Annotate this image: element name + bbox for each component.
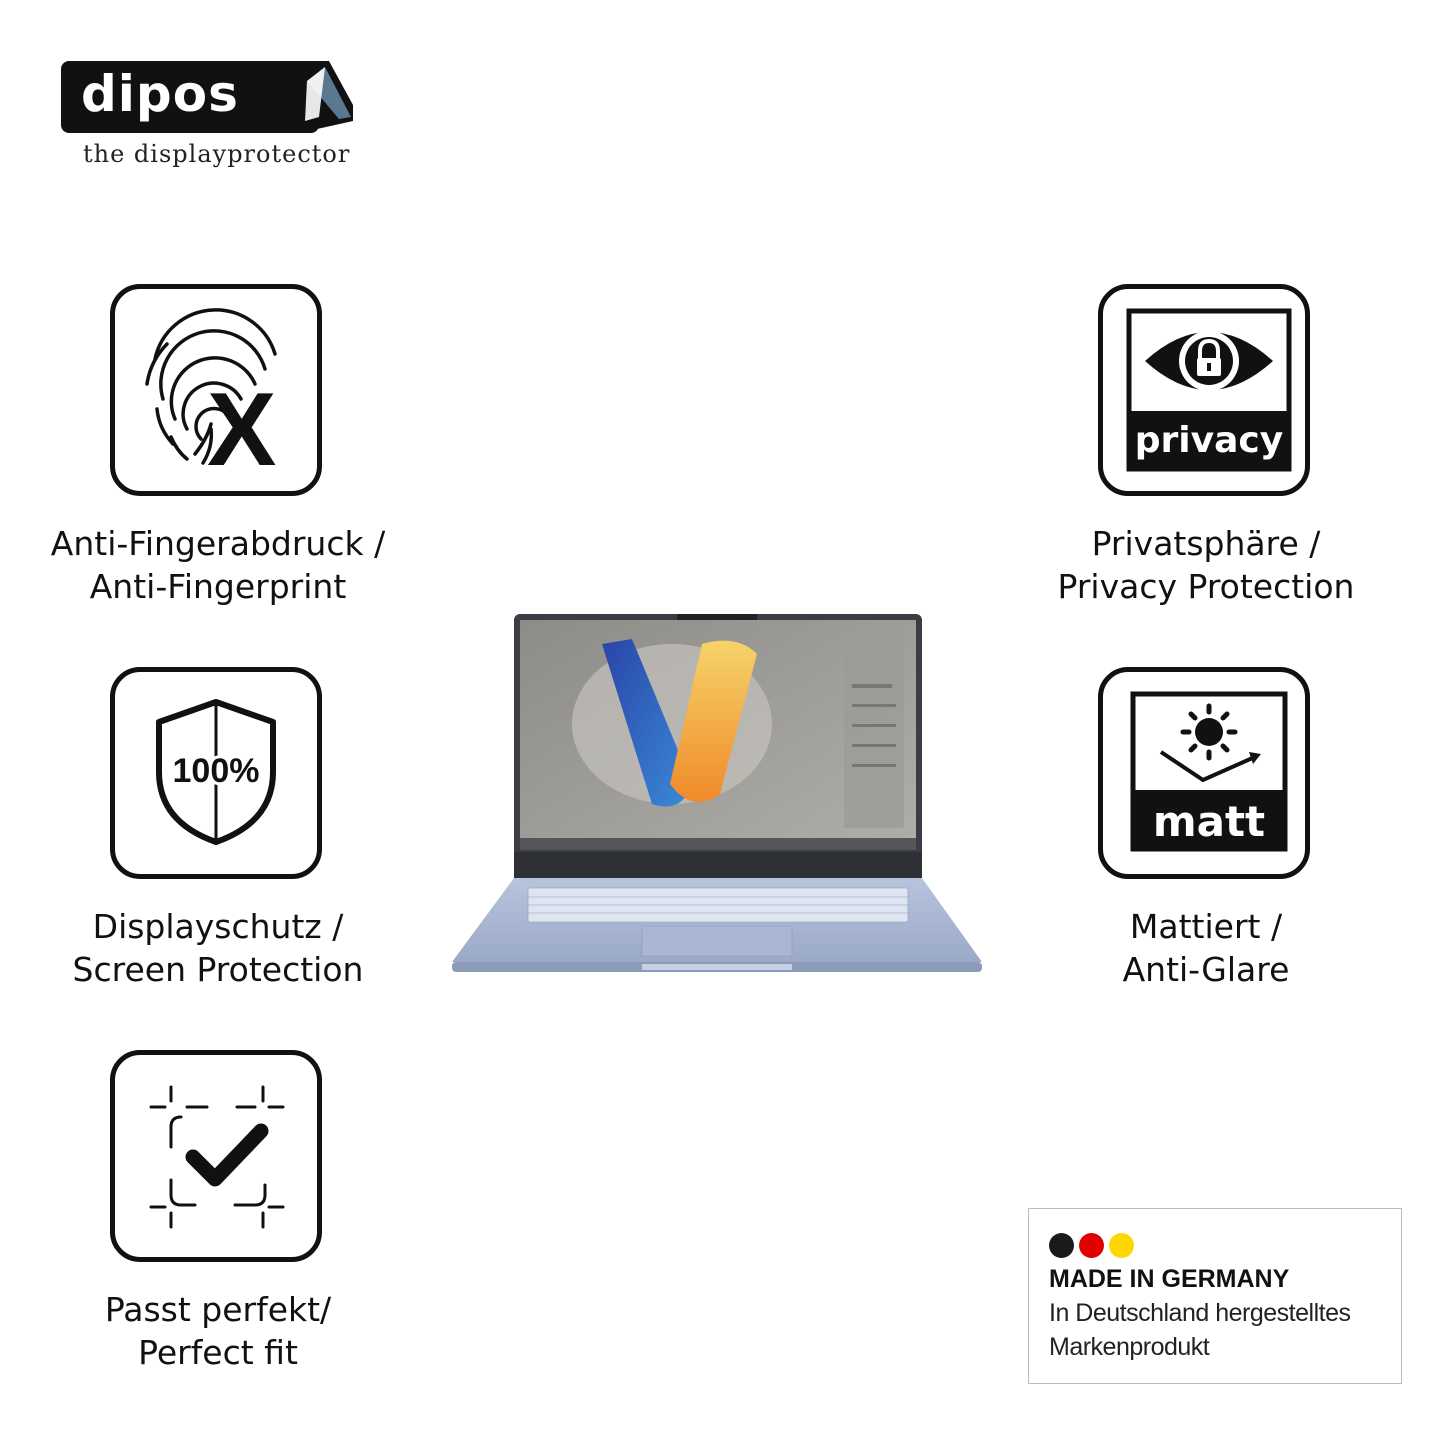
perfect-fit-icon-box — [110, 1050, 322, 1262]
perfect-fit-label-en: Perfect fit — [138, 1333, 298, 1372]
matte-badge-text: matt — [1153, 797, 1265, 846]
flag-gold-dot — [1109, 1233, 1134, 1258]
matte-icon-box: matt — [1098, 667, 1310, 879]
svg-text:X: X — [207, 372, 276, 488]
made-in-germany-line-1: In Deutschland hergestelltes — [1049, 1299, 1351, 1327]
brand-tagline: the displayprotector — [83, 140, 351, 168]
shield-badge-text: 100% — [173, 752, 260, 790]
anti-fingerprint-label-de: Anti-Fingerabdruck / — [50, 524, 386, 563]
privacy-caption: Privatsphäre / Privacy Protection — [996, 522, 1416, 608]
perfect-fit-caption: Passt perfekt/ Perfect fit — [8, 1288, 428, 1374]
shield-100-icon: 100% — [156, 699, 276, 845]
privacy-label-en: Privacy Protection — [1057, 567, 1355, 606]
fingerprint-x-icon: X — [145, 308, 277, 488]
flag-red-dot — [1079, 1233, 1104, 1258]
eye-lock-icon: privacy — [1126, 308, 1292, 472]
made-in-germany-title: MADE IN GERMANY — [1049, 1265, 1290, 1293]
logo-background — [61, 61, 319, 133]
screen-protection-label-en: Screen Protection — [72, 950, 364, 989]
logo-wordmark: dipos — [81, 65, 239, 123]
anti-fingerprint-icon-box: X — [110, 284, 322, 496]
screen-protection-icon-box: 100% — [110, 667, 322, 879]
logo-corner-flag-icon — [299, 61, 353, 133]
anti-fingerprint-caption: Anti-Fingerabdruck / Anti-Fingerprint — [8, 522, 428, 608]
laptop-image — [452, 614, 982, 972]
screen-protection-caption: Displayschutz / Screen Protection — [8, 905, 428, 991]
dipos-logo: dipos — [61, 61, 353, 133]
made-in-germany-line-2: Markenprodukt — [1049, 1333, 1210, 1361]
privacy-label-de: Privatsphäre / — [1091, 524, 1321, 563]
matte-label-de: Mattiert / — [1129, 907, 1283, 946]
made-in-germany-badge: MADE IN GERMANY In Deutschland hergestel… — [1028, 1208, 1402, 1384]
flag-black-dot — [1049, 1233, 1074, 1258]
sun-matte-icon: matt — [1130, 691, 1288, 852]
privacy-icon-box: privacy — [1098, 284, 1310, 496]
anti-fingerprint-label-en: Anti-Fingerprint — [89, 567, 347, 606]
matte-caption: Mattiert / Anti-Glare — [996, 905, 1416, 991]
perfect-fit-label-de: Passt perfekt/ — [104, 1290, 332, 1329]
screen-protection-label-de: Displayschutz / — [92, 907, 344, 946]
matte-label-en: Anti-Glare — [1122, 950, 1290, 989]
checkmark-frame-icon — [149, 1085, 285, 1229]
privacy-badge-text: privacy — [1135, 420, 1283, 461]
